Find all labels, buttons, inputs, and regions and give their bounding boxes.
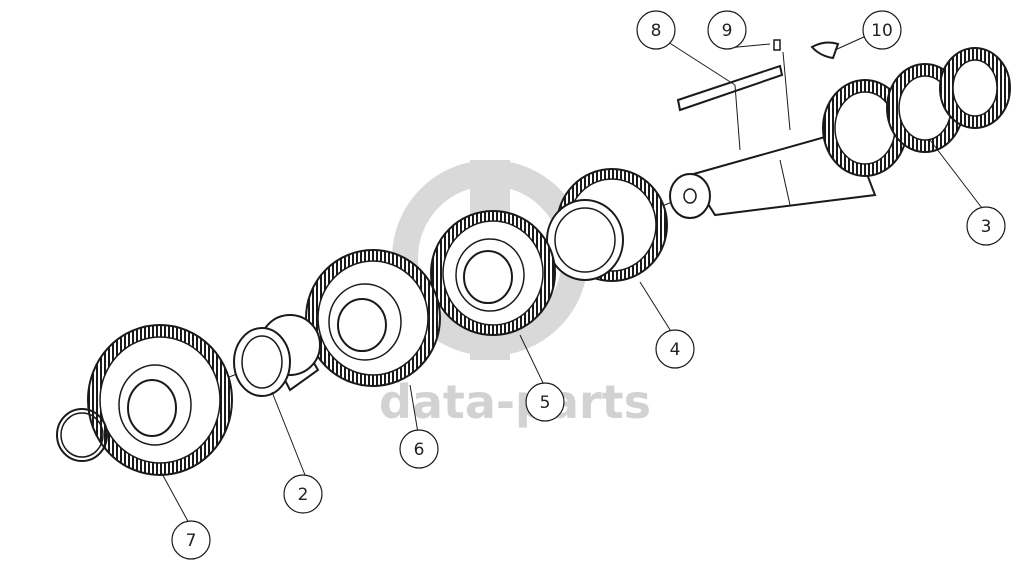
callout-8: 8 bbox=[636, 10, 676, 50]
part-gear-7 bbox=[87, 324, 233, 476]
callout-3: 3 bbox=[966, 206, 1006, 246]
part-gear-6 bbox=[305, 249, 441, 387]
part-shaft bbox=[669, 47, 1011, 219]
part-snap-ring bbox=[56, 408, 108, 462]
svg-text:6: 6 bbox=[414, 440, 425, 460]
part-bushing bbox=[233, 314, 321, 397]
callout-7: 7 bbox=[171, 520, 211, 560]
part-woodruff-key bbox=[810, 41, 840, 60]
leader-lines bbox=[159, 35, 986, 526]
part-pin bbox=[773, 39, 781, 51]
callout-5: 5 bbox=[525, 382, 565, 422]
callout-6: 6 bbox=[399, 429, 439, 469]
svg-text:7: 7 bbox=[186, 531, 197, 551]
part-gear-4 bbox=[546, 168, 668, 282]
callout-10: 10 bbox=[862, 10, 902, 50]
svg-text:8: 8 bbox=[651, 21, 662, 41]
callout-2: 2 bbox=[283, 474, 323, 514]
watermark-text: data-parts bbox=[379, 375, 651, 429]
svg-text:5: 5 bbox=[540, 393, 551, 413]
callout-4: 4 bbox=[655, 329, 695, 369]
svg-text:4: 4 bbox=[670, 340, 681, 360]
callout-9: 9 bbox=[707, 10, 747, 50]
part-gear-5 bbox=[430, 210, 556, 336]
svg-text:10: 10 bbox=[871, 21, 893, 41]
part-key bbox=[676, 64, 784, 112]
svg-text:2: 2 bbox=[298, 485, 309, 505]
svg-text:9: 9 bbox=[722, 21, 733, 41]
svg-text:3: 3 bbox=[981, 217, 992, 237]
